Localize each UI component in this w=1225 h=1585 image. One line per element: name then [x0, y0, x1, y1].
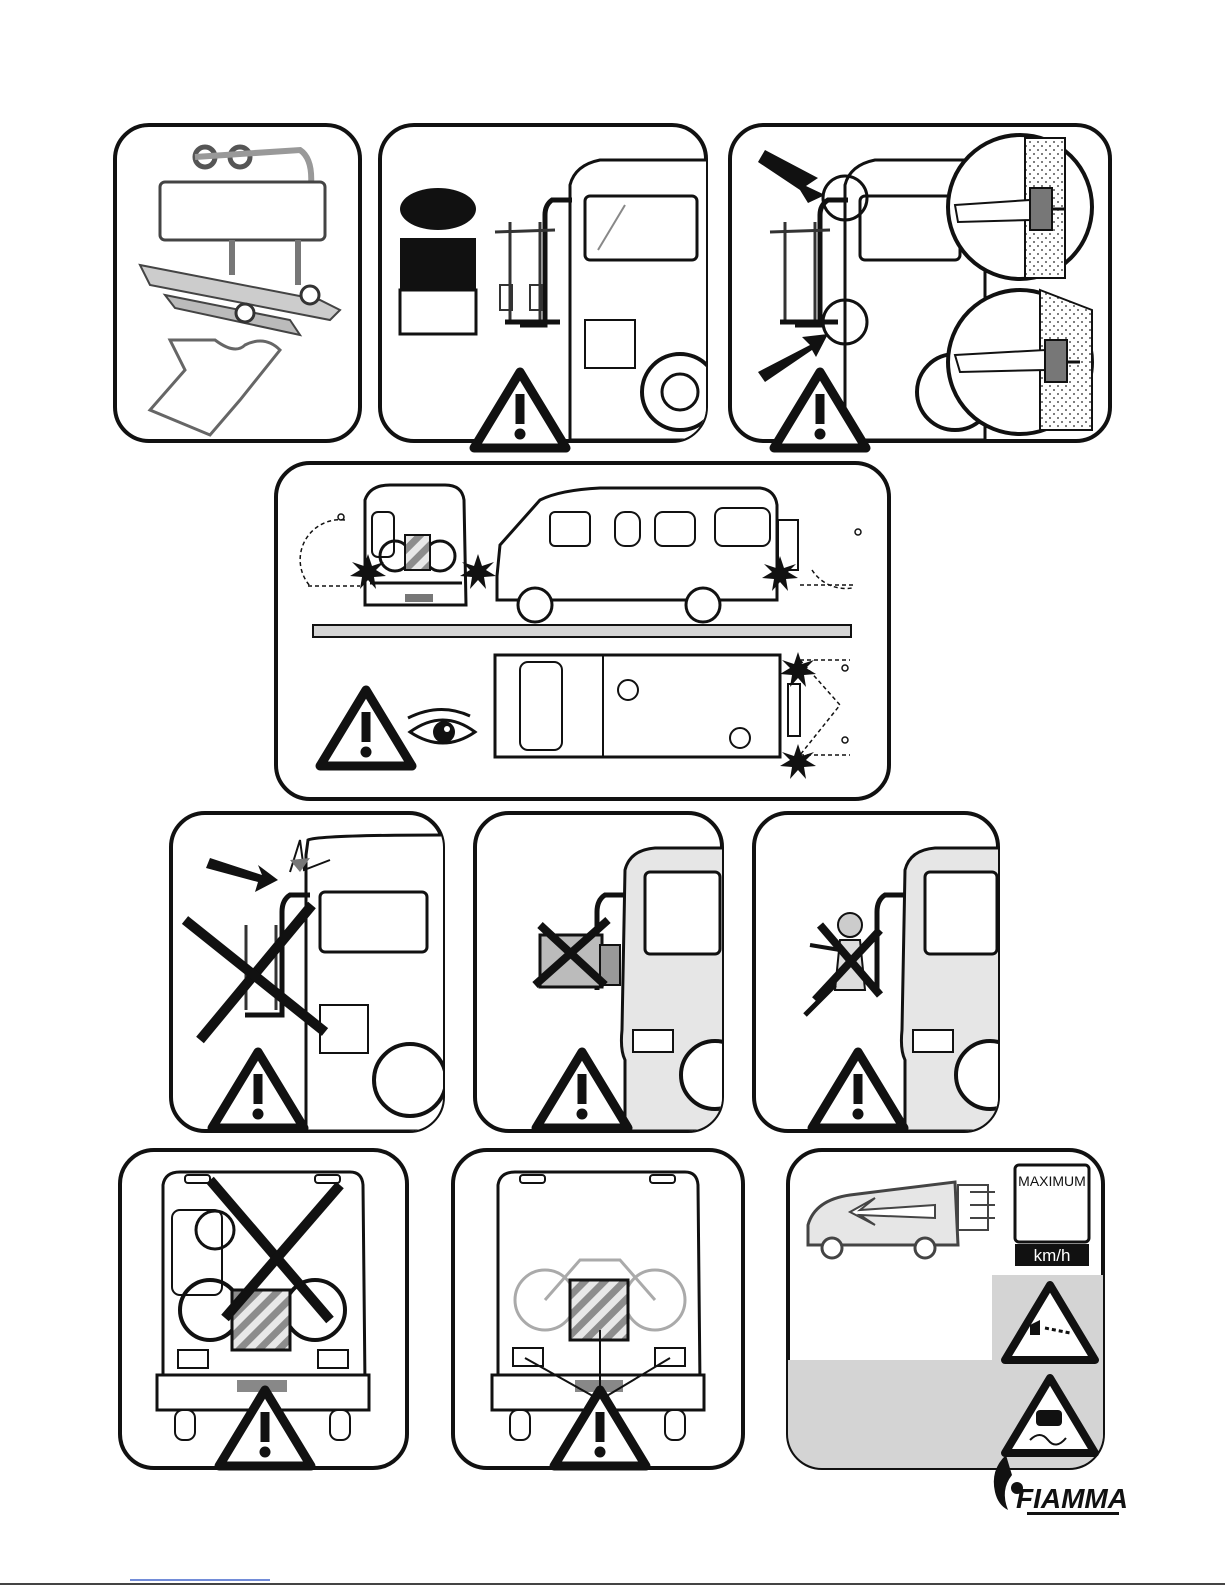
speed-sign: MAXIMUM km/h — [1015, 1165, 1089, 1266]
detail-zoom-top — [948, 135, 1092, 279]
panel-no-obscured-lights — [120, 1150, 407, 1468]
panel-correct-visibility — [453, 1150, 743, 1468]
brand-name: FIAMMA — [1016, 1483, 1128, 1514]
panel-mounting-detail — [730, 125, 1110, 448]
speed-sign-top: MAXIMUM — [1018, 1173, 1086, 1189]
panel-clearance-visibility — [276, 463, 889, 799]
panel-no-luggage — [475, 813, 749, 1131]
panel-load-weight — [380, 125, 718, 448]
panel-speed-limit: MAXIMUM km/h — [788, 1150, 1103, 1468]
detail-zoom-bottom — [948, 290, 1092, 434]
panel-no-passenger — [754, 813, 1024, 1131]
panel-rack-product — [115, 125, 360, 441]
speed-sign-unit: km/h — [1034, 1246, 1071, 1265]
panel-no-overheight — [171, 813, 446, 1131]
